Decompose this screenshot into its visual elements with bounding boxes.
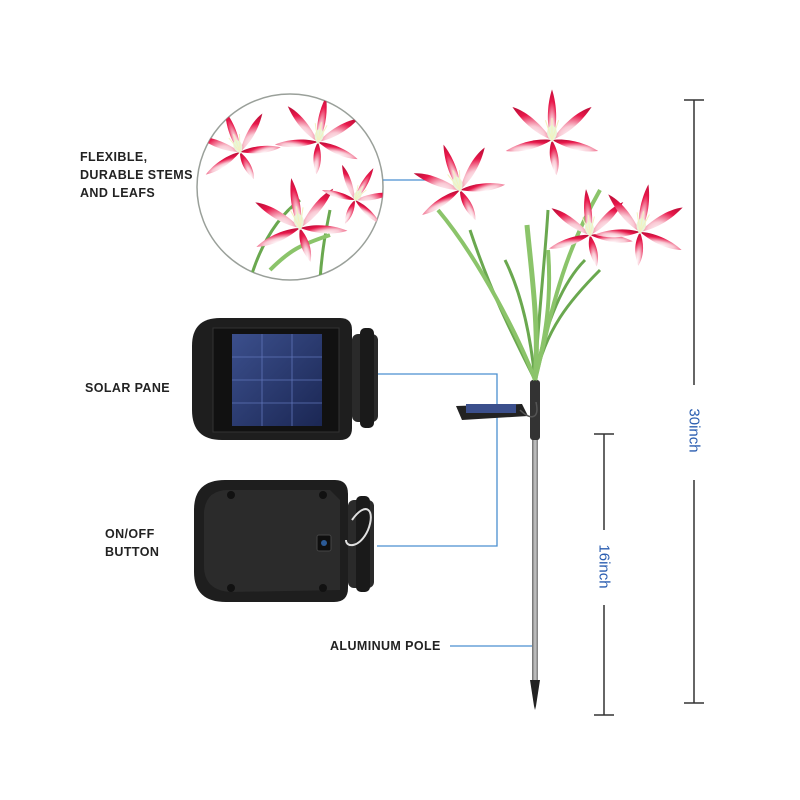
label-stems-line2: DURABLE STEMS [80,168,193,182]
label-button-line2: BUTTON [105,545,160,559]
label-pole: ALUMINUM POLE [330,637,441,655]
label-stems-line1: FLEXIBLE, [80,150,148,164]
plant-assembly [401,88,693,710]
dimension-16inch-label: 16inch [595,544,613,589]
solar-panel-back [194,480,374,602]
dimension-30inch [684,99,704,704]
label-solar-text: SOLAR PANE [85,381,171,395]
stem-detail-circle [196,93,384,281]
label-button-line1: ON/OFF [105,527,155,541]
solar-panel-top [192,318,378,440]
label-solar: SOLAR PANE [85,379,170,397]
label-stems-line3: AND LEAFS [80,186,156,200]
dimension-30inch-label: 30inch [685,408,703,453]
label-stems: FLEXIBLE, DURABLE STEMS AND LEAFS [80,148,193,202]
dimension-16inch [594,433,614,716]
label-button: ON/OFF BUTTON [105,525,159,561]
label-pole-text: ALUMINUM POLE [330,639,441,653]
